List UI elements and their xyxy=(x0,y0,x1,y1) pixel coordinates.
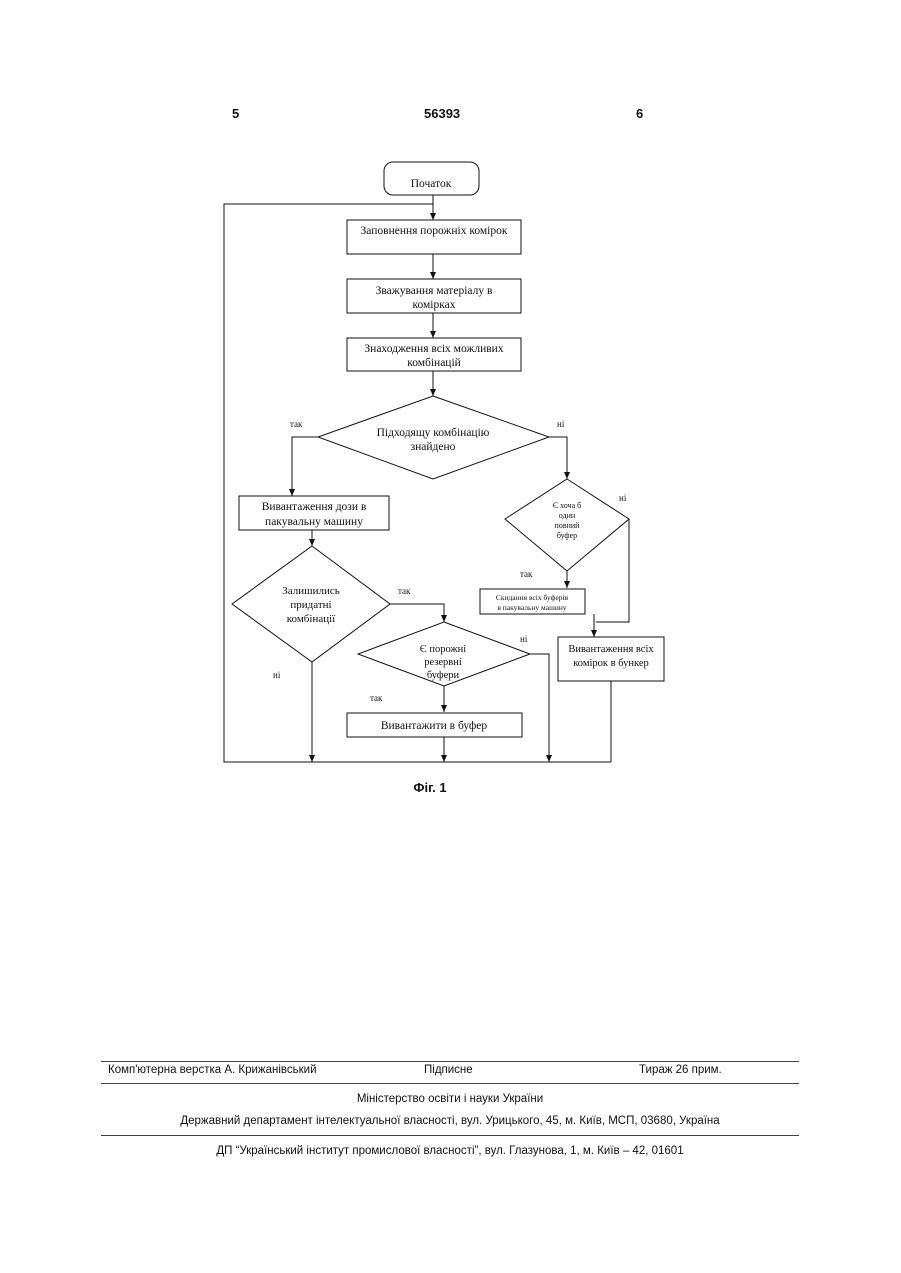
find-label-line1: Знаходження всіх можливих xyxy=(364,343,503,355)
decision-found-line1: Підходящу комбінацію xyxy=(377,427,490,439)
decision-full-buffer: Є хоча б один повний буфер xyxy=(505,479,629,571)
process-unload-buffer: Вивантажити в буфер xyxy=(347,713,522,737)
footer-rule-middle xyxy=(101,1083,799,1084)
process-unload-dose: Вивантаження дози в пакувальну машину xyxy=(239,496,389,530)
footer-institute: ДП “Український інститут промислової вла… xyxy=(101,1145,799,1157)
footer-rule-bottom xyxy=(101,1135,799,1136)
figure-caption: Фіг. 1 xyxy=(0,780,860,795)
fill-cells-label: Заповнення порожніх комірок xyxy=(361,225,508,237)
decision-full-line2: один xyxy=(559,511,576,520)
decision-found-line2: знайдено xyxy=(411,441,456,453)
dump-buffers-line2: в пакувальну машину xyxy=(497,603,567,612)
start-terminal: Початок xyxy=(384,162,479,195)
footer-department: Державний департамент інтелектуальної вл… xyxy=(101,1115,799,1127)
weigh-label-line2: комірках xyxy=(412,299,455,311)
found-yes-label: так xyxy=(290,419,303,429)
process-weigh: Зважування матеріалу в комірках xyxy=(347,279,521,313)
unload-dose-line2: пакувальну машину xyxy=(265,516,363,528)
unload-all-line2: комірок в бункер xyxy=(573,658,649,669)
full-yes-label: так xyxy=(520,569,533,579)
decision-remaining-line1: Залишились xyxy=(282,585,340,597)
find-label-line2: комбінацій xyxy=(407,357,461,369)
decision-empty-line2: резервні xyxy=(424,657,462,668)
footer-typesetting: Комп'ютерна верстка А. Крижанівський xyxy=(108,1064,317,1076)
footer-rule-top xyxy=(101,1061,799,1062)
unload-all-line1: Вивантаження всіх xyxy=(568,644,654,655)
weigh-label-line1: Зважування матеріалу в xyxy=(376,285,493,297)
found-no-label: ні xyxy=(557,419,565,429)
process-dump-buffers: Скидання всіх буферів в пакувальну машин… xyxy=(480,589,585,614)
decision-empty-buffers: Є порожні резервні буфери xyxy=(358,622,530,686)
footer-signed: Підписне xyxy=(424,1064,473,1076)
footer-circulation: Тираж 26 прим. xyxy=(639,1064,722,1076)
footer-ministry: Міністерство освіти і науки України xyxy=(101,1093,799,1105)
decision-combination-found: Підходящу комбінацію знайдено xyxy=(318,396,549,479)
unload-buffer-label: Вивантажити в буфер xyxy=(381,720,488,732)
flowchart: Початок Заповнення порожніх комірок Зваж… xyxy=(0,0,901,800)
process-fill-cells: Заповнення порожніх комірок xyxy=(347,220,521,254)
remaining-no-label: ні xyxy=(273,670,281,680)
process-unload-all: Вивантаження всіх комірок в бункер xyxy=(558,637,664,681)
empty-no-label: ні xyxy=(520,634,528,644)
start-label: Початок xyxy=(411,178,452,190)
unload-dose-line1: Вивантаження дози в xyxy=(262,501,367,513)
decision-remaining-line2: придатні xyxy=(290,599,331,611)
decision-full-line1: Є хоча б xyxy=(553,501,581,510)
decision-empty-line3: буфери xyxy=(427,670,460,681)
full-no-label: ні xyxy=(619,493,627,503)
decision-full-line4: буфер xyxy=(557,531,577,540)
decision-empty-line1: Є порожні xyxy=(420,644,467,655)
dump-buffers-line1: Скидання всіх буферів xyxy=(496,593,569,602)
decision-full-line3: повний xyxy=(555,521,581,530)
decision-remaining-combinations: Залишились придатні комбінації xyxy=(232,546,390,662)
decision-remaining-line3: комбінації xyxy=(287,613,336,625)
empty-yes-label: так xyxy=(370,693,383,703)
remaining-yes-label: так xyxy=(398,586,411,596)
process-find-combinations: Знаходження всіх можливих комбінацій xyxy=(347,338,521,371)
